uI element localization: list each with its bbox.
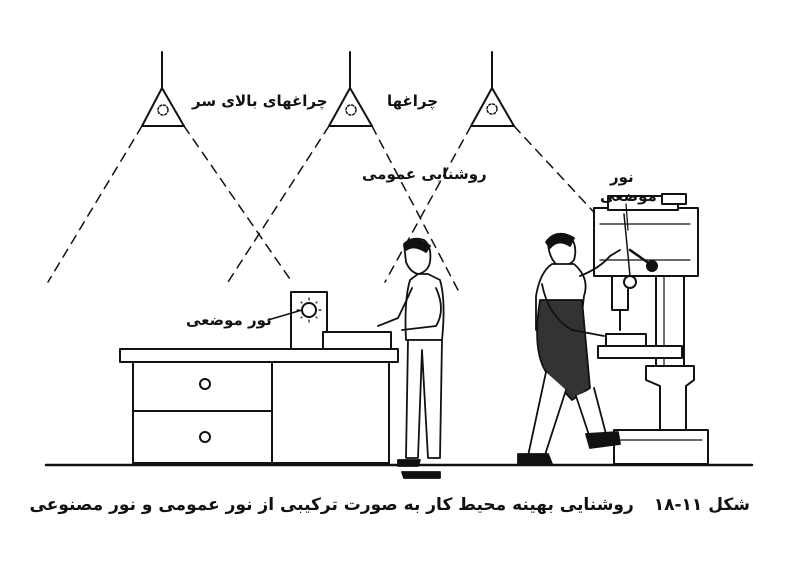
figure-caption-text: روشنایی بهینه محیط کار به صورت ترکیبی از… [29,495,634,515]
bench-local-lamp [267,291,328,350]
bench-worker [377,237,445,479]
bench-workpiece [322,331,392,350]
drill-worker [517,232,621,465]
light-beams [47,125,641,291]
ceiling-lamp-left [141,51,185,127]
ceiling-lamp-right [470,51,515,127]
workbench [119,348,399,464]
drill-press [593,193,709,465]
drill-local-light-label-line2: موضعی [600,187,657,205]
drill-light-pointer [625,203,629,231]
bench-local-light-label: نور موضعی [186,311,272,329]
overhead-lamps-label: چراغهای بالای سر [192,92,328,110]
lamps-label: چراغها [387,92,439,110]
figure-caption: شکل ۱۱-۱۸ روشنایی بهینه محیط کار به صورت… [30,495,750,515]
figure-number: شکل ۱۱-۱۸ [653,495,750,515]
drill-local-light-label-line1: نور [610,168,634,186]
general-lighting-label: روشنایی عمومی [362,165,487,183]
ceiling-lamp-middle [328,51,373,127]
